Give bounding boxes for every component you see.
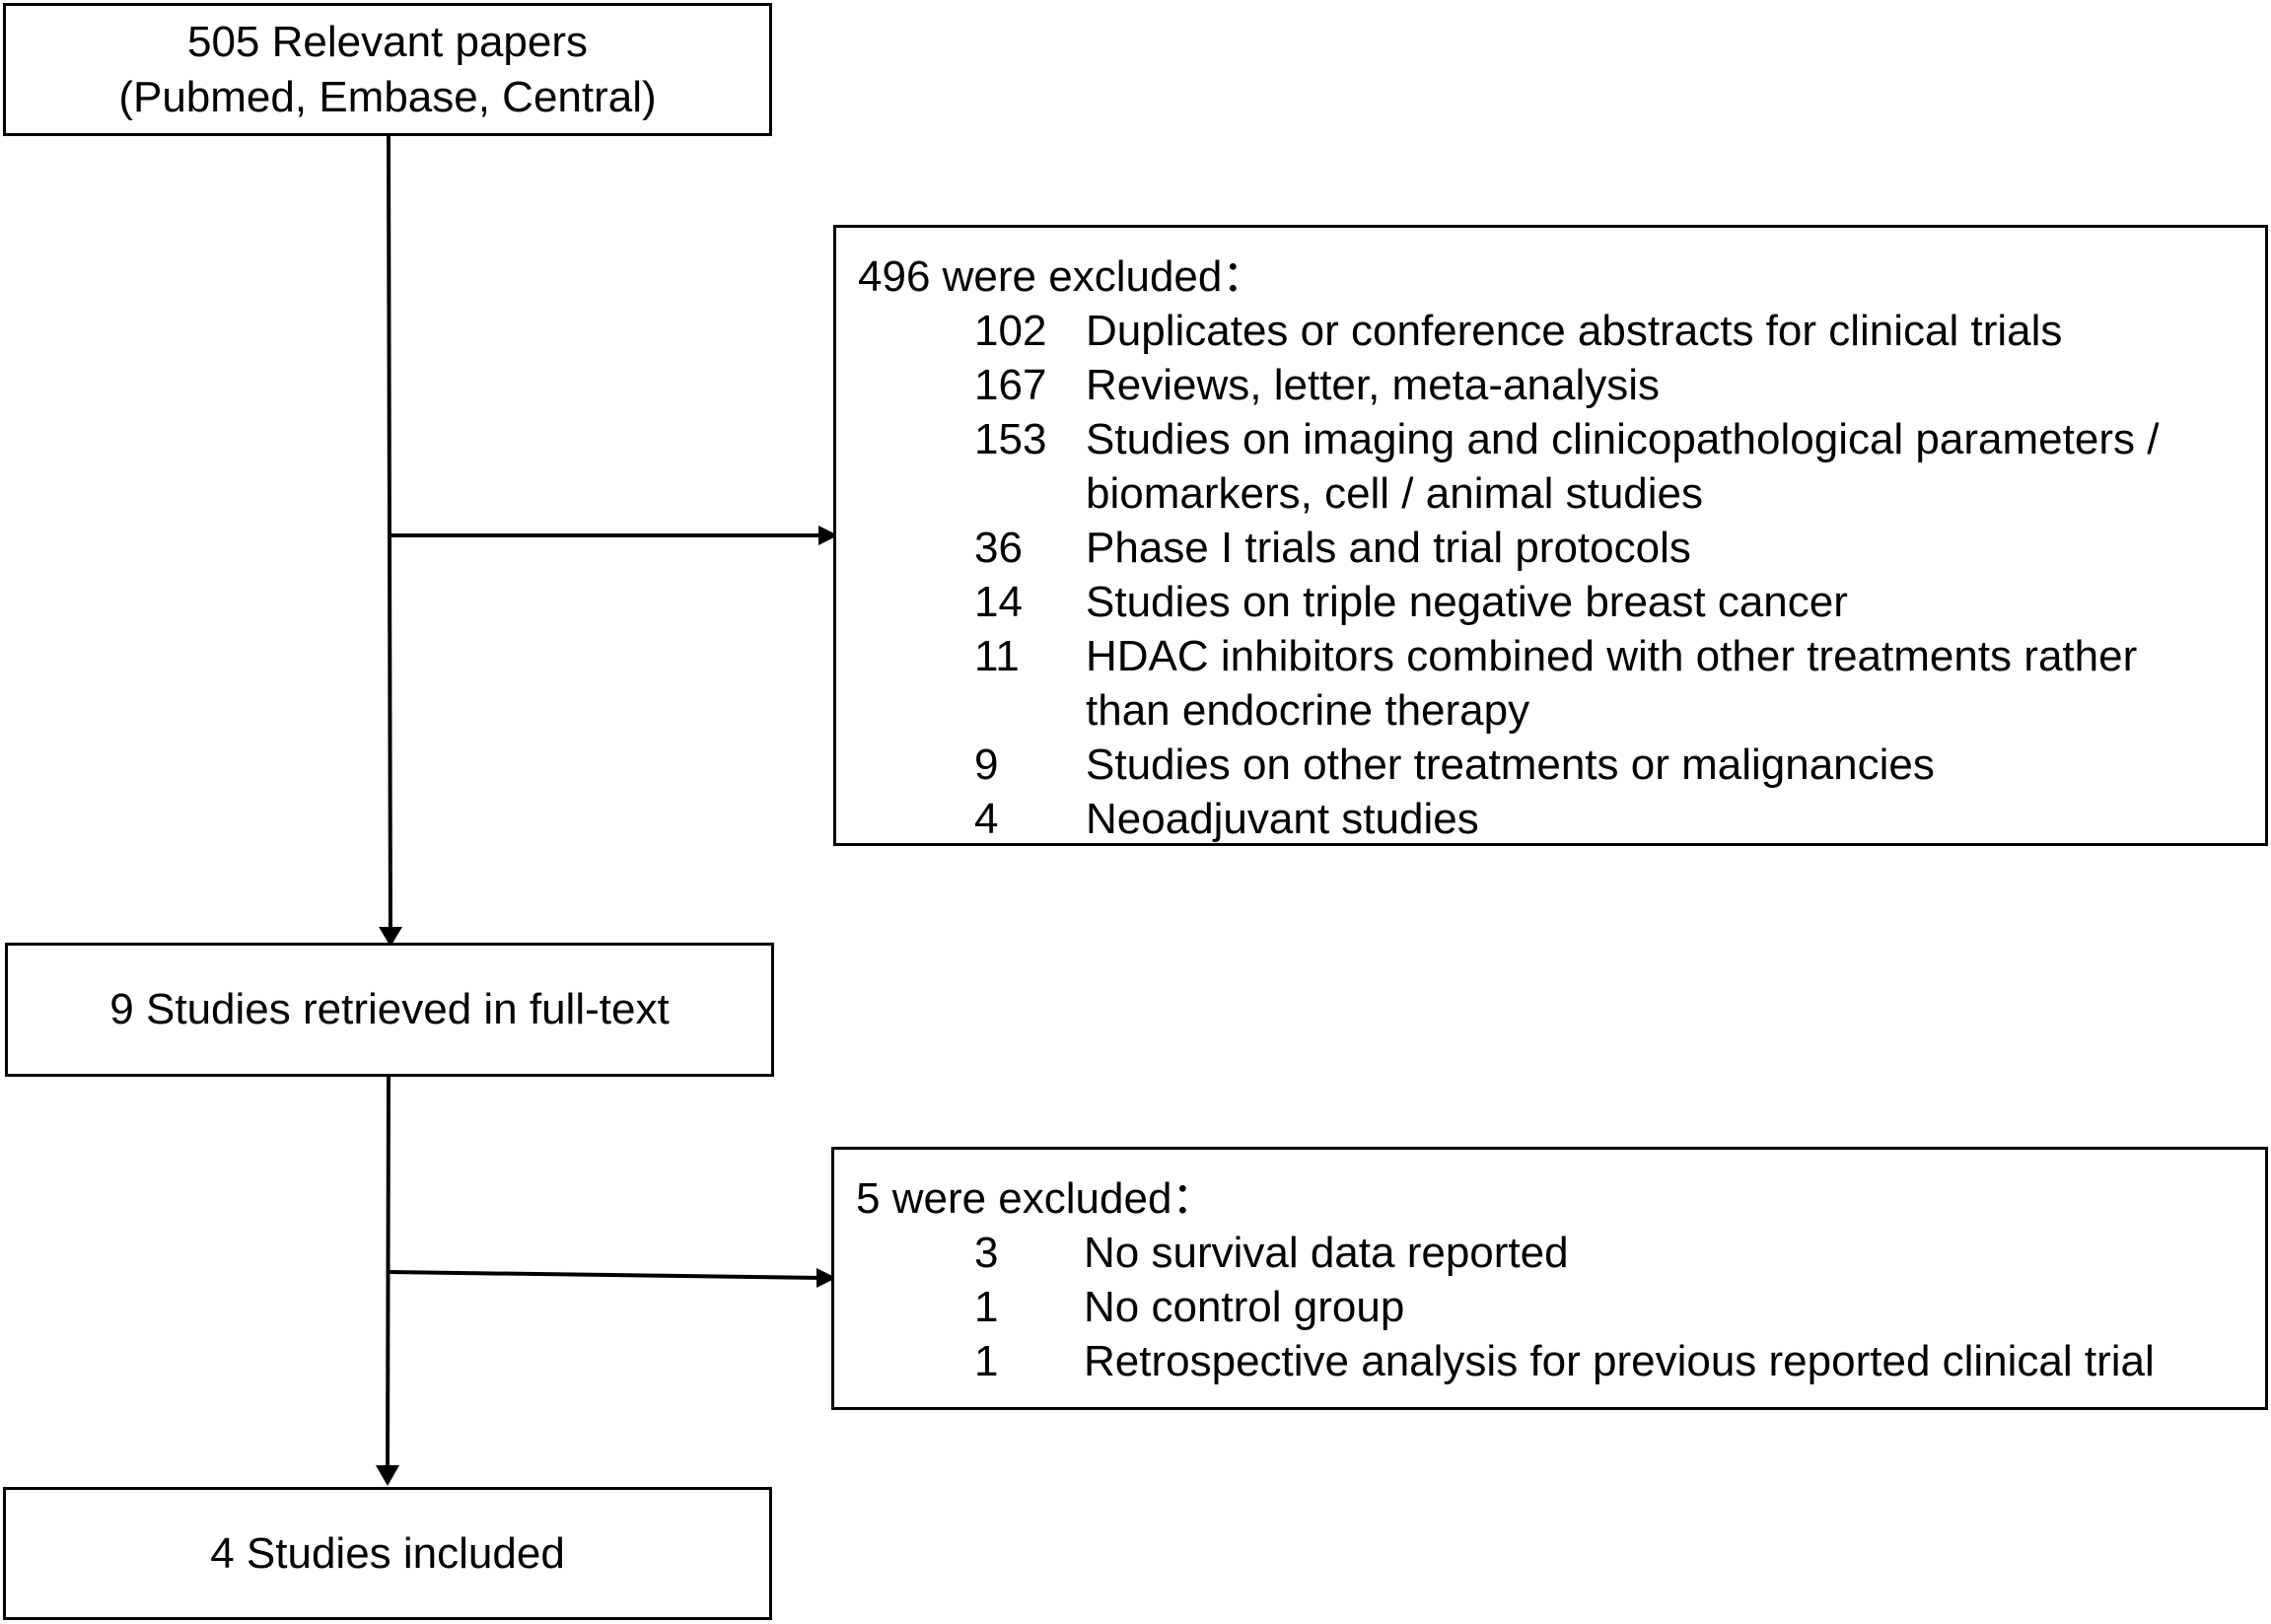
arrowhead-exclusion-1 — [818, 526, 838, 545]
exclusion-count: 9 — [974, 741, 999, 789]
exclusion-count: 102 — [974, 307, 1047, 355]
exclusion-reason-continued: biomarkers, cell / animal studies — [1086, 469, 1704, 518]
exclusion-reason: Neoadjuvant studies — [1086, 795, 1479, 843]
arrowhead-exclusion-2 — [816, 1268, 836, 1288]
exclusion-reason: HDAC inhibitors combined with other trea… — [1086, 632, 2138, 680]
exclusion-count: 14 — [974, 578, 1023, 626]
exclusion-box-1: 496 were excluded： 102 Duplicates or con… — [833, 225, 2268, 846]
exclusion-count: 1 — [974, 1283, 999, 1331]
exclusion-2-header: 5 were excluded： — [856, 1174, 1216, 1223]
arrow-to-exclusion-2 — [388, 1270, 822, 1280]
arrow-identified-to-retrieved — [387, 135, 392, 943]
identified-box: 505 Relevant papers (Pubmed, Embase, Cen… — [3, 3, 772, 136]
arrowhead-retrieved — [379, 927, 402, 947]
exclusion-count: 11 — [974, 632, 1020, 680]
exclusion-count: 3 — [974, 1229, 999, 1277]
exclusion-count: 4 — [974, 795, 999, 843]
included-text: 4 Studies included — [210, 1528, 565, 1578]
exclusion-reason: Studies on imaging and clinicopathologic… — [1086, 415, 2160, 463]
exclusion-count: 167 — [974, 361, 1047, 409]
exclusion-reason-continued: than endocrine therapy — [1086, 686, 1530, 735]
exclusion-reason: Phase I trials and trial protocols — [1086, 524, 1691, 572]
exclusion-1-header: 496 were excluded： — [858, 252, 1266, 301]
retrieved-box: 9 Studies retrieved in full-text — [5, 943, 774, 1077]
exclusion-box-2: 5 were excluded： 3 No survival data repo… — [831, 1147, 2268, 1410]
exclusion-count: 1 — [974, 1337, 999, 1385]
exclusion-reason: Reviews, letter, meta-analysis — [1086, 361, 1660, 409]
exclusion-reason: Studies on other treatments or malignanc… — [1086, 741, 1935, 789]
retrieved-text: 9 Studies retrieved in full-text — [109, 985, 670, 1033]
exclusion-count: 36 — [974, 524, 1023, 572]
exclusion-reason: No control group — [1084, 1283, 1405, 1331]
included-box: 4 Studies included — [3, 1487, 772, 1620]
identified-line1: 505 Relevant papers — [186, 17, 589, 66]
arrowhead-included — [376, 1465, 399, 1486]
exclusion-reason: Duplicates or conference abstracts for c… — [1086, 307, 2063, 355]
exclusion-count: 153 — [974, 415, 1047, 463]
arrow-retrieved-to-included — [386, 1076, 390, 1482]
exclusion-reason: No survival data reported — [1084, 1229, 1569, 1277]
exclusion-reason: Studies on triple negative breast cancer — [1086, 578, 1848, 626]
exclusion-reason: Retrospective analysis for previous repo… — [1084, 1337, 2155, 1385]
identified-line2: (Pubmed, Embase, Central) — [118, 72, 657, 121]
